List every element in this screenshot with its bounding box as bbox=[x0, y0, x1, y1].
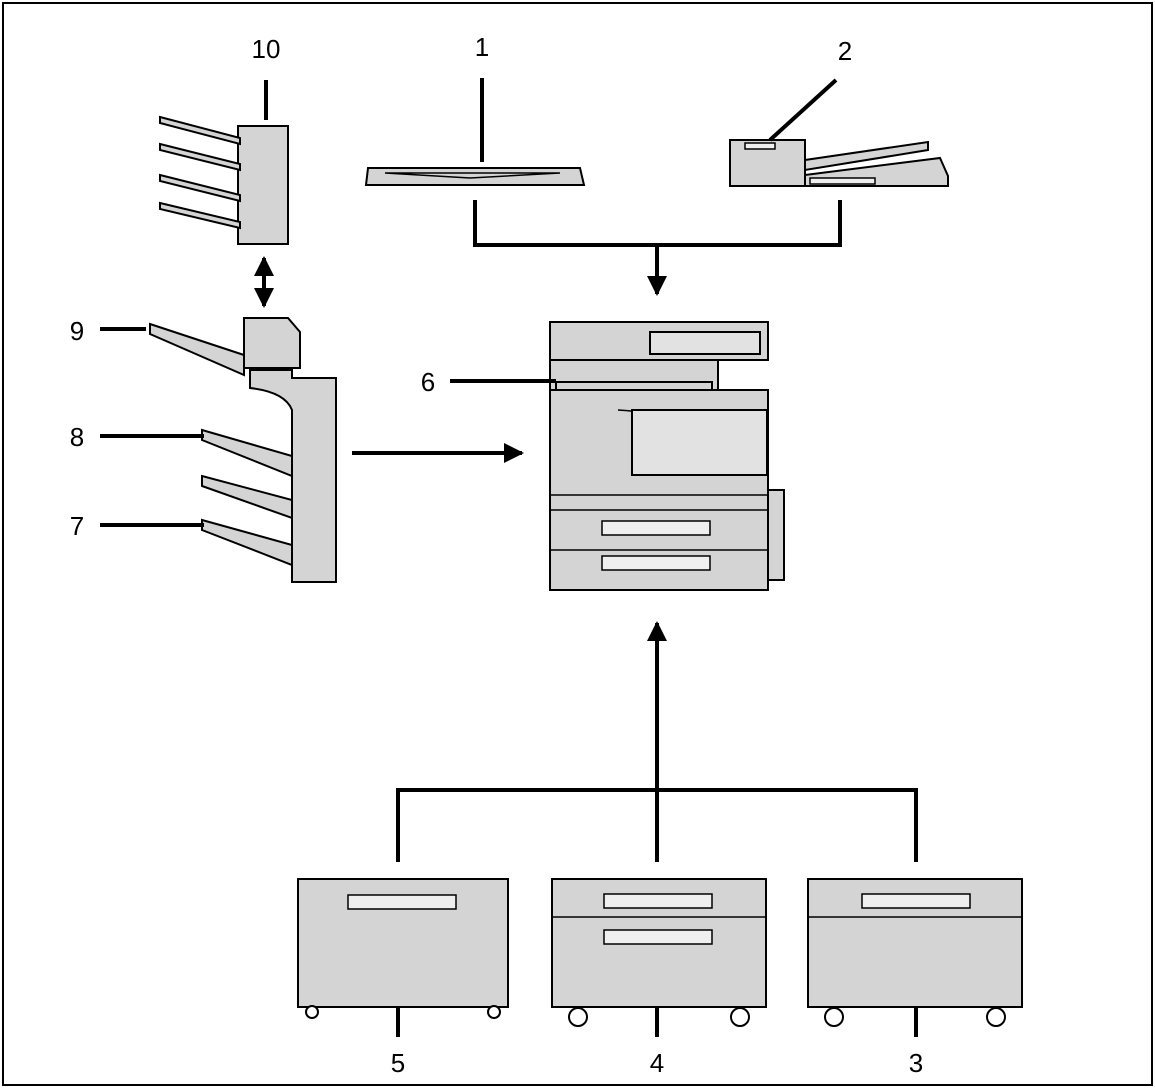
callout-2: 2 bbox=[838, 36, 852, 66]
callout-10: 10 bbox=[252, 34, 281, 64]
callout-7: 7 bbox=[70, 511, 84, 541]
finisher bbox=[149, 317, 337, 583]
callout-9: 9 bbox=[70, 316, 84, 346]
connector-top-bracket bbox=[473, 200, 842, 247]
mailbin-kit bbox=[159, 115, 289, 245]
large-capacity-cassette bbox=[297, 878, 509, 1019]
paper-feed-unit bbox=[551, 878, 767, 1027]
callout-1: 1 bbox=[475, 32, 489, 62]
callout-4: 4 bbox=[650, 1048, 664, 1078]
callout-3: 3 bbox=[909, 1048, 923, 1078]
main-unit bbox=[549, 321, 785, 591]
callout-line-2 bbox=[768, 78, 838, 142]
original-cover bbox=[364, 167, 586, 186]
callout-6: 6 bbox=[421, 367, 435, 397]
document-feeder bbox=[729, 139, 949, 187]
callout-8: 8 bbox=[70, 422, 84, 452]
large-capacity-tray bbox=[807, 878, 1023, 1027]
callout-5: 5 bbox=[391, 1048, 405, 1078]
